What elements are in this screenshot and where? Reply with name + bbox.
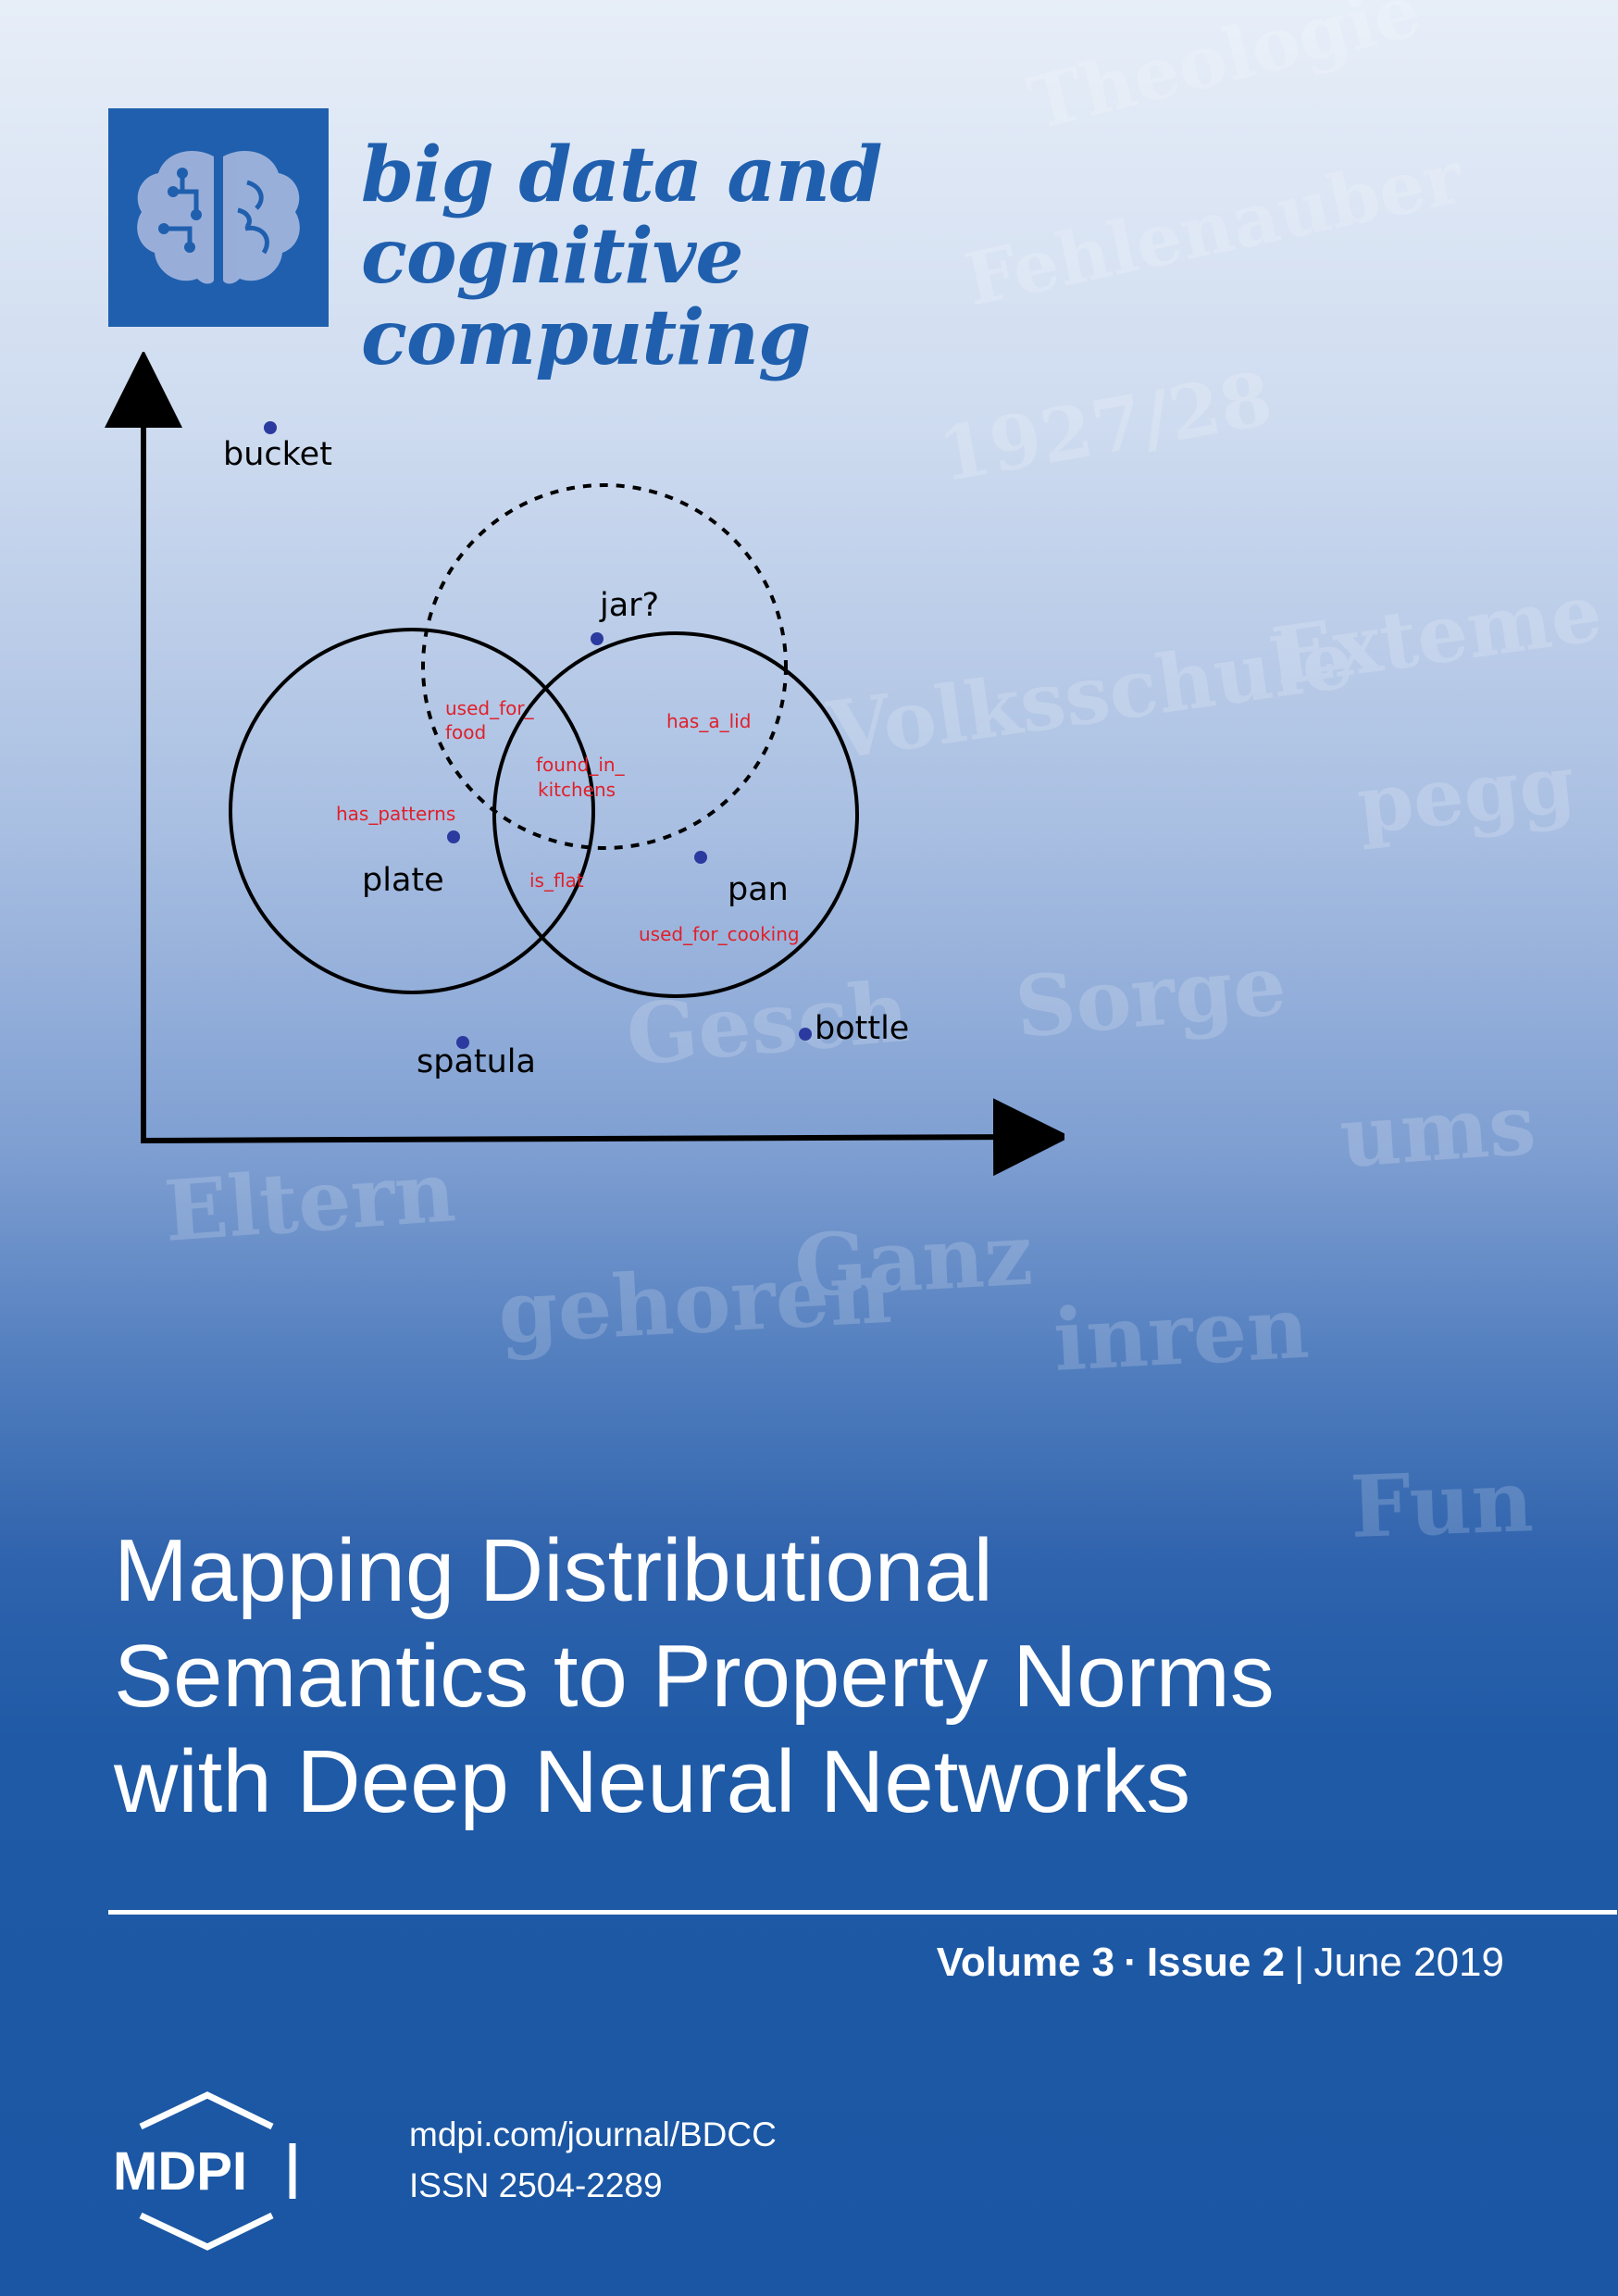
type-word: Sorge (1012, 936, 1290, 1057)
issue-info: Volume 3·Issue 2|June 2019 (937, 1940, 1504, 1986)
plate-circle (229, 628, 595, 994)
type-word: Eltern (161, 1142, 458, 1261)
type-word: inren (1051, 1278, 1311, 1391)
jar-point (591, 632, 604, 645)
bucket-point (264, 421, 277, 434)
property-found-in-kitchens-1: found_in_ (536, 754, 626, 776)
issn: ISSN 2504-2289 (409, 2166, 663, 2204)
journal-url[interactable]: mdpi.com/journal/BDCC (409, 2115, 777, 2153)
plate-point (447, 830, 460, 843)
journal-name-line-2: cognitive computing (361, 212, 811, 382)
metal-type-background: Theologie Fehlenauber 1927/28 Volksschul… (0, 0, 1618, 1620)
title-line-3: with Deep Neural Networks (114, 1732, 1191, 1831)
label-plate: plate (362, 862, 444, 899)
semantic-venn-diagram: bucket jar? plate pan bottle spatula use… (105, 352, 1064, 1177)
label-jar: jar? (599, 587, 659, 624)
pan-point (694, 851, 707, 864)
property-is-flat: is_flat (529, 869, 584, 892)
journal-name-line-1: big data and (361, 131, 882, 219)
property-used-for-food-1: used_for_ (445, 697, 535, 719)
title-line-1: Mapping Distributional (114, 1521, 993, 1620)
label-bucket: bucket (223, 436, 332, 473)
issue-label: Issue 2 (1146, 1940, 1286, 1985)
mdpi-logo: MDPI (113, 2091, 296, 2251)
type-word: Theologie (1021, 0, 1429, 146)
mdpi-logo-text: MDPI (113, 2141, 247, 2202)
property-has-a-lid: has_a_lid (666, 710, 751, 732)
label-spatula: spatula (417, 1043, 536, 1080)
journal-name: big data and cognitive computing (361, 134, 1194, 379)
type-word: pegg (1353, 737, 1579, 853)
brain-circuit-icon (137, 151, 300, 284)
type-word: ums (1337, 1075, 1538, 1186)
type-word: gehoren (495, 1242, 893, 1363)
type-word: Ganz (791, 1204, 1035, 1316)
label-pan: pan (728, 871, 789, 908)
property-found-in-kitchens-2: kitchens (538, 779, 616, 801)
bottle-point (799, 1028, 812, 1041)
property-used-for-food-2: food (445, 721, 486, 743)
label-bottle: bottle (815, 1010, 909, 1047)
article-title: Mapping Distributional Semantics to Prop… (114, 1518, 1558, 1835)
property-has-patterns: has_patterns (336, 803, 455, 825)
property-used-for-cooking: used_for_cooking (639, 923, 800, 945)
divider (108, 1910, 1617, 1915)
type-word: Gesch (623, 963, 913, 1085)
jar-circle (421, 483, 788, 850)
pan-circle (492, 631, 859, 998)
title-line-2: Semantics to Property Norms (114, 1627, 1275, 1726)
separator-dot: · (1124, 1940, 1138, 1985)
spatula-point (456, 1036, 469, 1049)
x-axis (140, 1098, 1064, 1177)
separator-bar: | (1294, 1940, 1305, 1985)
type-word: Fun (1349, 1451, 1535, 1557)
volume-label: Volume 3 (936, 1940, 1115, 1985)
type-word: Exteme (1267, 566, 1608, 705)
journal-logo (108, 108, 329, 327)
issue-date: June 2019 (1313, 1940, 1504, 1985)
